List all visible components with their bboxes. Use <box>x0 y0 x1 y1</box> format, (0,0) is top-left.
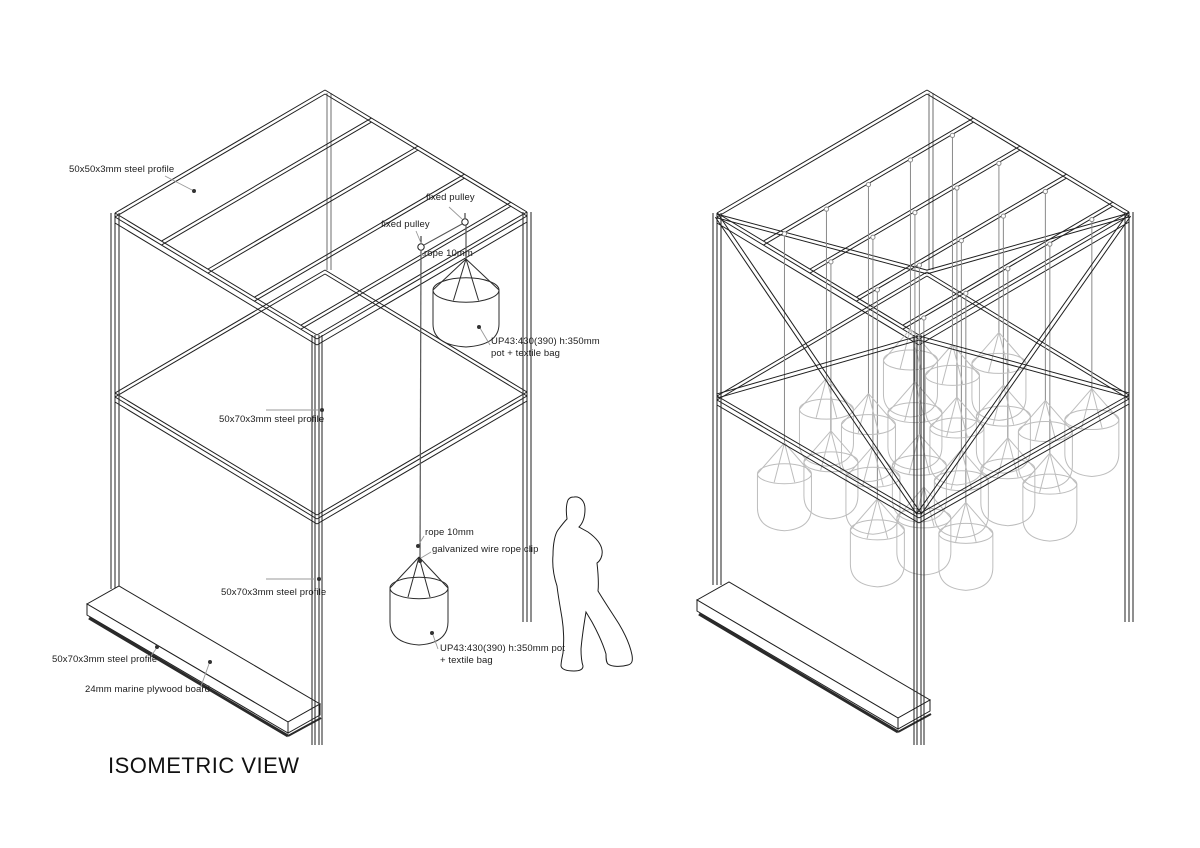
label-pot-upper: UP43:430(390) h:350mm pot + textile bag <box>491 336 600 360</box>
view-title: ISOMETRIC VIEW <box>108 753 300 778</box>
label-rope-upper: rope 10mm <box>424 248 473 259</box>
label-wire-rope-clip: galvanized wire rope clip <box>432 544 539 555</box>
label-fixed-pulley-upper: fixed pulley <box>426 192 475 203</box>
label-plywood-board: 24mm marine plywood board <box>85 684 211 695</box>
label-steel-profile-top: 50x50x3mm steel profile <box>69 164 175 175</box>
label-steel-profile-post: 50x70x3mm steel profile <box>221 587 327 598</box>
label-rope-lower: rope 10mm <box>425 527 474 538</box>
label-fixed-pulley-lower: fixed pulley <box>381 219 430 230</box>
label-steel-profile-bench: 50x70x3mm steel profile <box>52 654 158 665</box>
label-steel-profile-mid: 50x70x3mm steel profile <box>219 414 325 425</box>
label-pot-lower: UP43:430(390) h:350mm pot + textile bag <box>440 643 566 667</box>
